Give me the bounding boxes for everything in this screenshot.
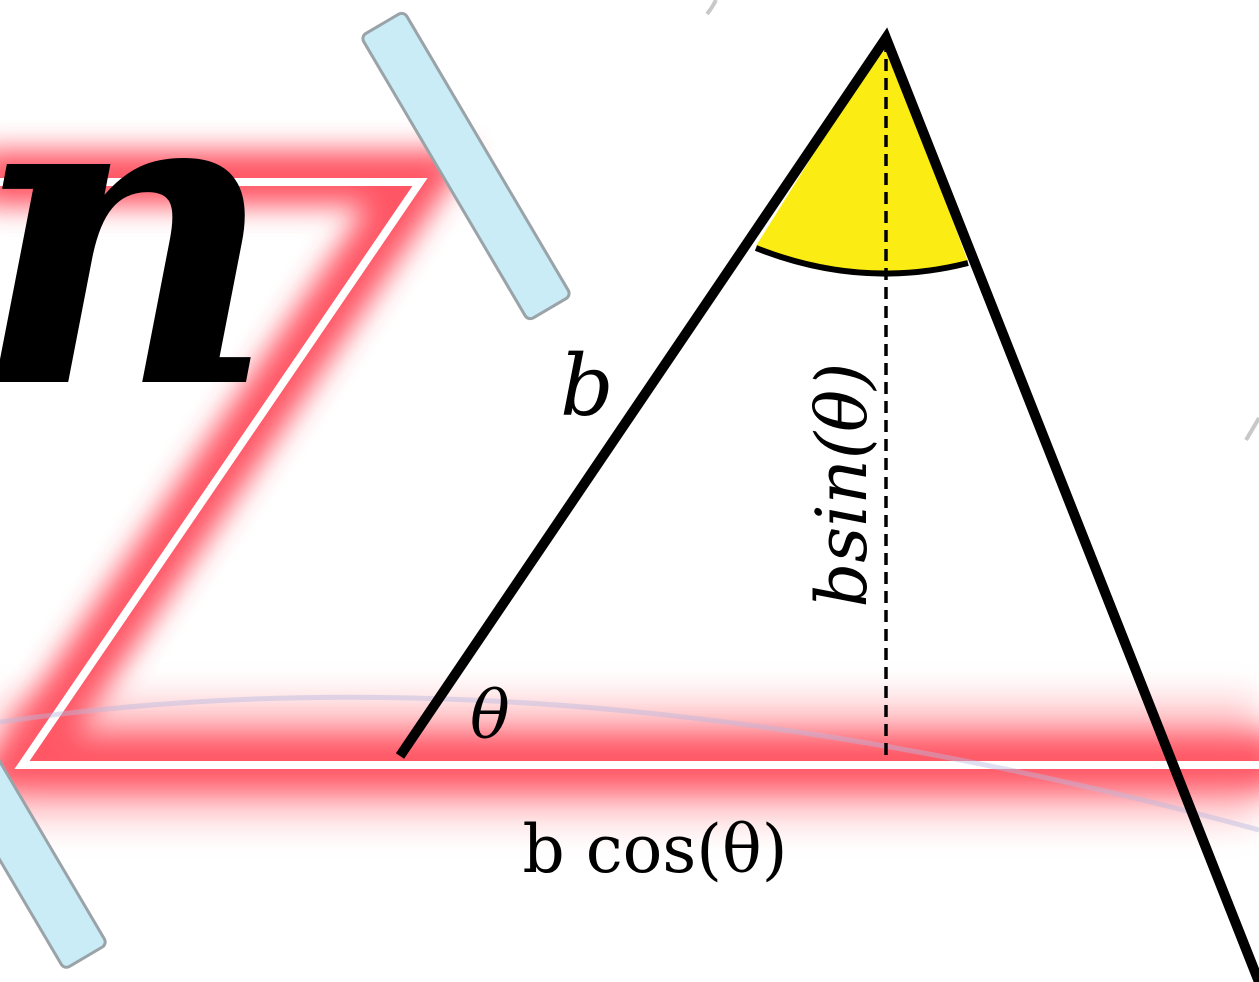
mirror-bottom: [0, 755, 107, 969]
laser-beam-bottom-halo: [0, 700, 1259, 820]
angle-label: θ: [470, 677, 510, 754]
laser-beam-core: [0, 178, 1259, 769]
height-label: bsin(θ): [801, 363, 883, 608]
apex-angle-sector: [756, 38, 968, 273]
hypotenuse-label: b: [560, 337, 614, 435]
laser-beam-path: [0, 150, 1259, 820]
edge-fragment-right: [1244, 416, 1259, 442]
apex-angle-arc: [754, 245, 969, 277]
triangle-sides: [395, 27, 1259, 982]
base-label: b cos(θ): [522, 811, 787, 888]
faint-arc: [0, 694, 1259, 833]
mirror-top: [361, 11, 571, 321]
partial-glyph: n: [0, 0, 277, 482]
edge-fragment-top: [705, 0, 718, 16]
